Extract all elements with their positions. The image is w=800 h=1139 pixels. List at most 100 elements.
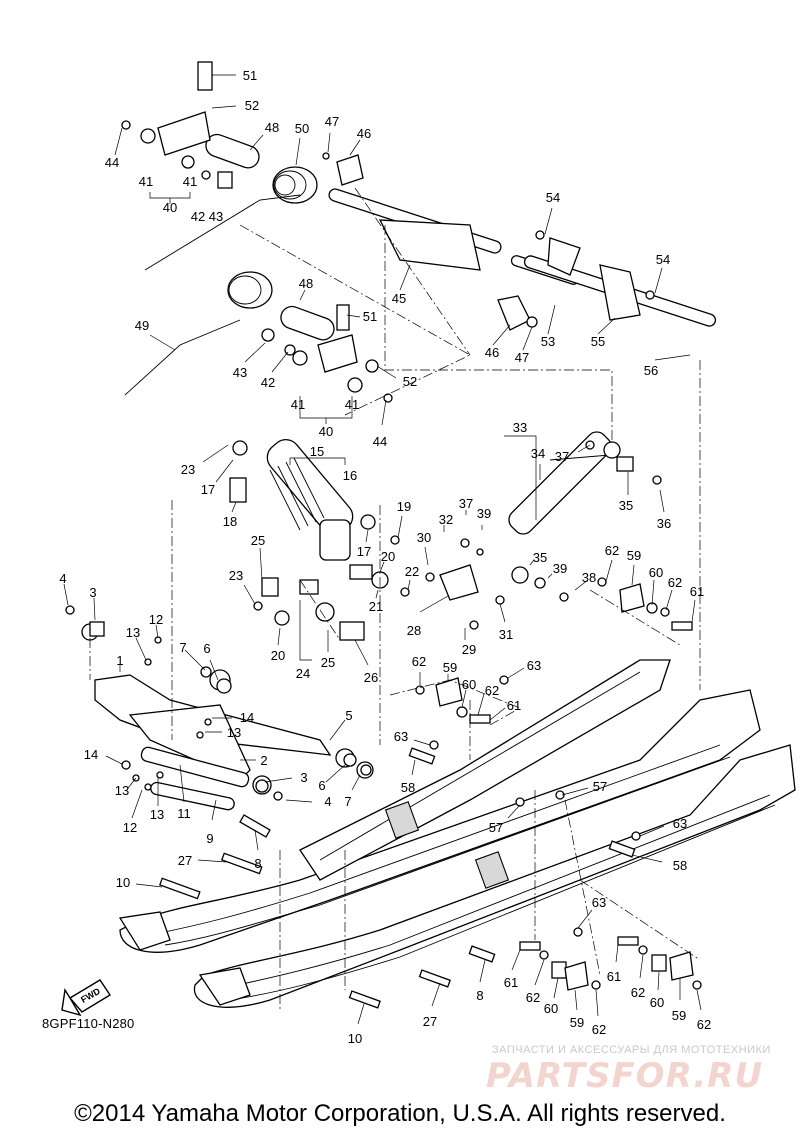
callout: 61 [690, 584, 704, 623]
callout: 59 [627, 548, 641, 586]
callout: 62 [631, 954, 645, 1000]
callout: 41 [345, 397, 359, 412]
callout-label: 41 [291, 397, 305, 412]
callout-label: 61 [607, 969, 621, 984]
callout-label: 22 [405, 564, 419, 579]
callout-label: 61 [504, 975, 518, 990]
callout: 23 [229, 568, 256, 605]
callout: 42 [261, 351, 289, 390]
callout-label: 52 [403, 374, 417, 389]
callout-label: 27 [423, 1014, 437, 1029]
callout-label: 47 [515, 350, 529, 365]
callout: 12 [149, 612, 163, 639]
callout: 42 [191, 209, 205, 224]
callout: 60 [544, 977, 559, 1016]
callout: 32 [439, 512, 453, 532]
callout-label: 12 [149, 612, 163, 627]
callout: 13 [205, 725, 241, 740]
callout-label: 1 [116, 653, 123, 668]
callout: 49 [135, 318, 176, 351]
callout-label: 15 [310, 444, 324, 459]
callout-label: 20 [381, 549, 395, 564]
callout: 48 [249, 120, 279, 151]
callout-label: 48 [299, 276, 313, 291]
callout: 62 [412, 654, 426, 685]
callout: 37 [459, 496, 473, 515]
callout-label: 60 [544, 1001, 558, 1016]
callout-label: 14 [240, 710, 254, 725]
callout-label: 62 [668, 575, 682, 590]
copyright-notice: ©2014 Yamaha Motor Corporation, U.S.A. A… [74, 1100, 726, 1127]
callout: 22 [405, 564, 419, 591]
callout: 11 [177, 764, 191, 821]
callout: 62 [526, 959, 545, 1005]
callout: 37 [555, 444, 591, 464]
callout-label: 47 [325, 114, 339, 129]
callout: 17 [357, 529, 371, 559]
callout: 55 [591, 317, 616, 349]
callout: 13 [115, 777, 137, 798]
callout-label: 59 [627, 548, 641, 563]
callout: 46 [349, 126, 371, 156]
watermark-caption: ЗАПЧАСТИ И АКСЕССУАРЫ ДЛЯ МОТОТЕХНИКИ [492, 1044, 771, 1056]
callout-label: 24 [296, 666, 310, 681]
upper-rail-bracket [299, 659, 671, 889]
callout-label: 31 [499, 627, 513, 642]
callout-label: 41 [345, 397, 359, 412]
callout-label: 63 [527, 658, 541, 673]
callout: 63 [507, 658, 541, 679]
callout: 61 [489, 698, 521, 721]
callout: 45 [392, 264, 411, 306]
callout: 56 [644, 354, 691, 378]
callout-label: 62 [631, 985, 645, 1000]
callouts: 51 52 44 41 40 41 42 43 48 50 47 46 54 5… [59, 68, 711, 1046]
callout-label: 3 [300, 770, 307, 785]
callout-label: 34 [531, 446, 545, 461]
callout-label: 62 [592, 1022, 606, 1037]
callout-label: 16 [343, 468, 357, 483]
callout-label: 20 [271, 648, 285, 663]
callout: 59 [570, 989, 584, 1030]
callout: 10 [348, 1003, 365, 1046]
callout: 28 [407, 595, 449, 638]
callout-label: 7 [179, 640, 186, 655]
callout-label: 63 [673, 816, 687, 831]
callout-label: 41 [139, 174, 153, 189]
callout: 54 [654, 252, 670, 294]
callout: 26 [354, 639, 378, 685]
callout-label: 21 [369, 599, 383, 614]
callout: 63 [394, 729, 431, 746]
callout-label: 40 [319, 424, 333, 439]
callout-label: 33 [513, 420, 527, 435]
callout: 7 [179, 640, 206, 671]
callout-label: 61 [690, 584, 704, 599]
torsion-springs [124, 61, 358, 396]
callout: 63 [577, 895, 606, 929]
callout: 41 [183, 174, 197, 189]
callout: 27 [423, 982, 441, 1029]
callout: 18 [223, 501, 237, 529]
forward-direction-arrow: FWD [61, 979, 111, 1017]
callout: 2 [240, 753, 268, 768]
callout: 12 [123, 789, 143, 835]
callout: 58 [631, 854, 687, 873]
callout-label: 13 [115, 783, 129, 798]
callout: 39 [477, 506, 491, 530]
callout: 10 [116, 875, 163, 890]
callout: 41 [291, 397, 305, 412]
callout: 35 [529, 550, 547, 566]
callout-label: 55 [591, 334, 605, 349]
callout-label: 62 [697, 1017, 711, 1032]
callout: 7 [344, 774, 361, 809]
callout: 35 [619, 472, 633, 513]
callout-label: 62 [412, 654, 426, 669]
callout-label: 60 [650, 995, 664, 1010]
callout: 61 [607, 944, 621, 984]
callout-label: 51 [363, 309, 377, 324]
callout: 1 [116, 653, 124, 672]
callout-label: 62 [605, 543, 619, 558]
callout-label: 10 [116, 875, 130, 890]
callout: 34 [531, 446, 545, 480]
callout-label: 60 [649, 565, 663, 580]
callout: 20 [379, 549, 395, 573]
